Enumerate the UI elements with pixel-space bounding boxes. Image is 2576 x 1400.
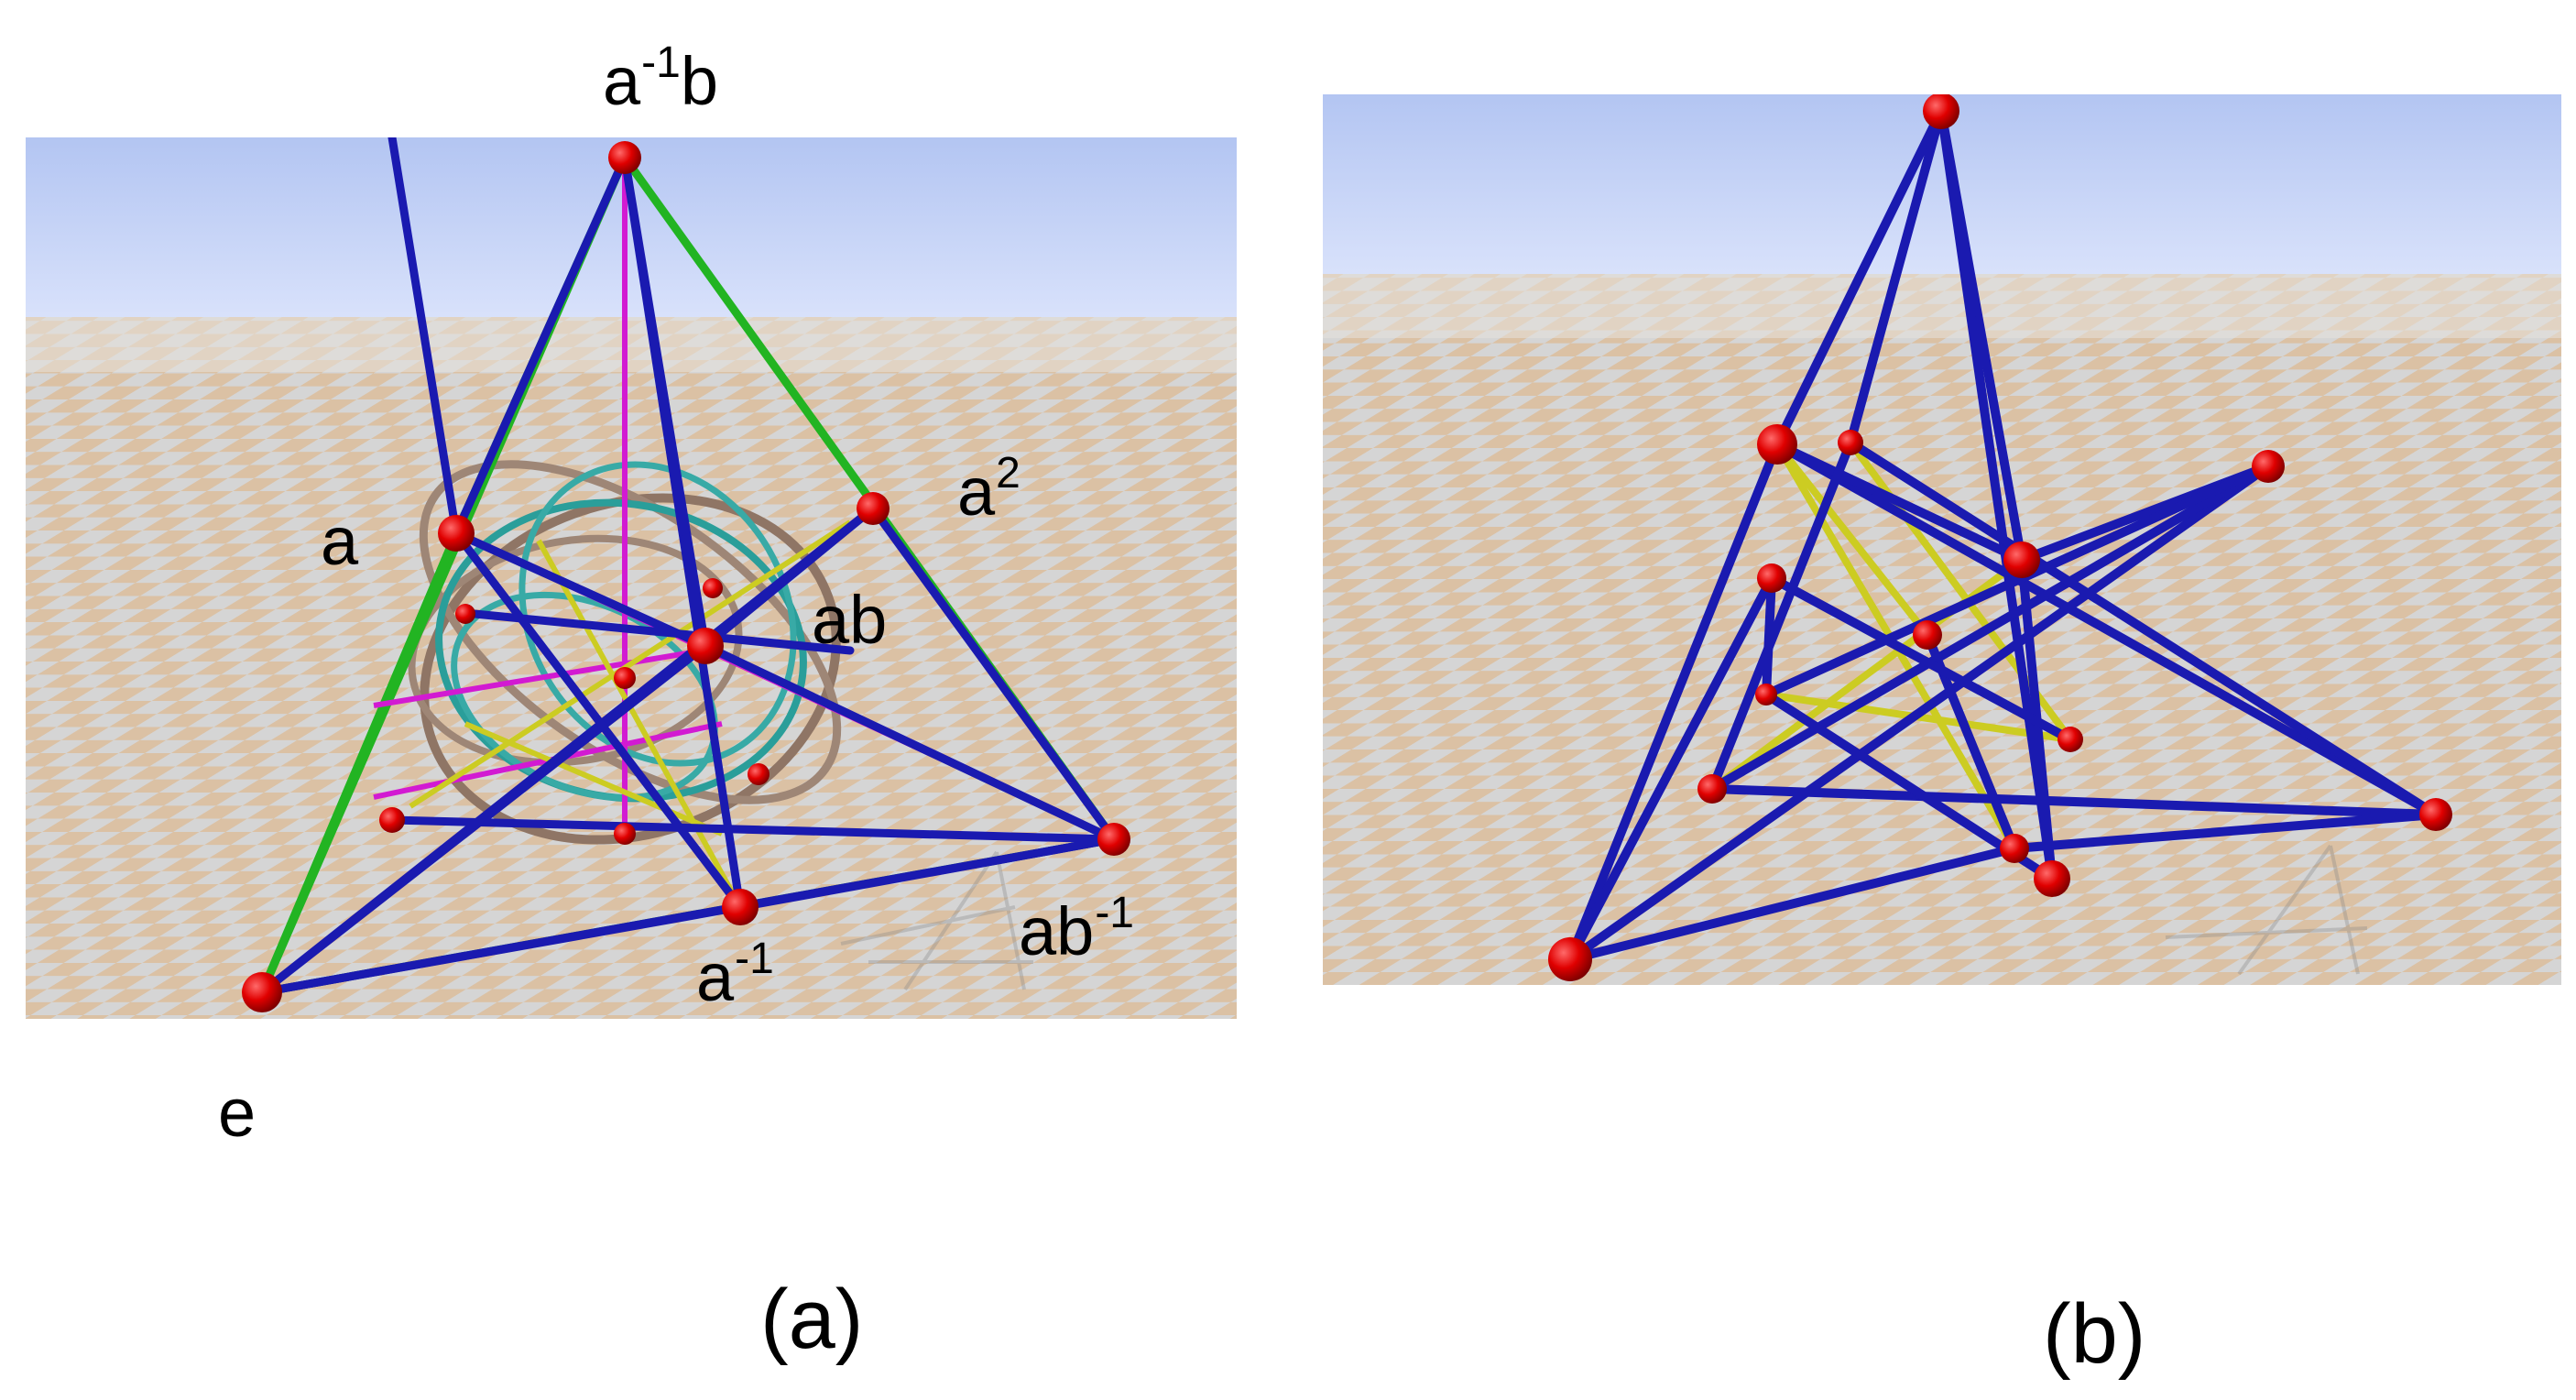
scene-b <box>1323 94 2561 985</box>
vertex-b-12 <box>2000 834 2029 863</box>
checkered-floor <box>1323 274 2561 985</box>
vertex-b-9 <box>2058 727 2083 752</box>
vertex-b-4 <box>2252 450 2285 483</box>
vertex-inner-4 <box>614 823 636 845</box>
vertex-b-2 <box>1757 424 1797 465</box>
vertex-a-squared <box>857 492 890 525</box>
ring-brown-2 <box>419 460 842 804</box>
vertex-b-10 <box>1697 774 1727 804</box>
label-a: a <box>321 503 359 579</box>
vertex-inner-2 <box>614 667 636 689</box>
label-a-inverse-b: a-1b <box>603 38 718 119</box>
vertex-ab <box>687 628 724 664</box>
edges-blue <box>1566 106 2440 964</box>
vertices-b <box>1548 94 2452 981</box>
label-ab: ab <box>812 582 888 658</box>
scene-b-canvas <box>1323 94 2561 985</box>
checkered-floor <box>26 317 1237 1019</box>
vertex-a-inverse <box>722 889 759 925</box>
vertex-b-5 <box>2003 541 2040 578</box>
vertex-a <box>438 515 475 552</box>
vertex-b-7 <box>1913 620 1942 650</box>
label-e: e <box>218 1075 257 1151</box>
scene-a-canvas <box>26 137 1237 1019</box>
vertices-a <box>242 141 1130 1012</box>
vertex-b-6 <box>1757 563 1786 593</box>
edges-yellow <box>409 520 852 909</box>
vertex-b-14 <box>1548 937 1592 981</box>
vertex-e <box>242 972 282 1012</box>
label-a-inverse: a-1 <box>696 935 774 1015</box>
vertex-inner-5 <box>703 578 723 598</box>
label-ab-inverse: ab-1 <box>1019 889 1134 969</box>
vertex-inner-3 <box>748 763 770 785</box>
caption-a: (a) <box>760 1273 864 1366</box>
caption-b: (b) <box>2043 1287 2146 1381</box>
vertex-b-1 <box>1923 94 1959 129</box>
scene-shadow <box>840 850 1033 991</box>
scene-shadow <box>2165 844 2368 976</box>
edges-blue <box>257 137 1119 997</box>
label-a-squared: a2 <box>957 449 1021 530</box>
vertex-inner-1 <box>379 807 405 833</box>
vertex-ab-inverse <box>1097 823 1130 856</box>
vertex-b-13 <box>2034 860 2070 897</box>
scene-a <box>26 137 1237 1019</box>
vertex-inner-6 <box>455 604 475 624</box>
vertex-b-3 <box>1838 430 1863 455</box>
vertex-top <box>608 141 641 174</box>
vertex-b-11 <box>2419 798 2452 831</box>
vertex-b-8 <box>1755 684 1777 705</box>
